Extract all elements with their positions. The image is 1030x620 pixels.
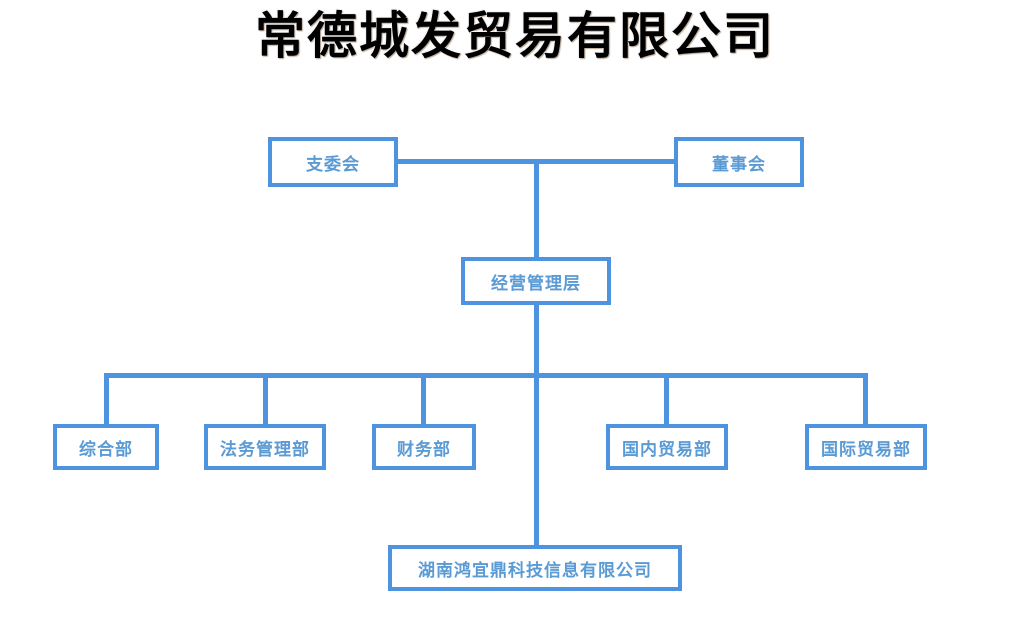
node-label: 支委会	[306, 154, 360, 174]
connector-management-down	[534, 303, 539, 377]
connector-bus-to-finance	[421, 373, 426, 426]
connector-bus-to-general	[104, 373, 109, 426]
node-international-trade-department[interactable]: 国际贸易部	[805, 424, 927, 470]
node-label: 国际贸易部	[821, 439, 911, 459]
connector-bus-to-intl	[863, 373, 868, 426]
node-label: 综合部	[79, 439, 133, 459]
node-label: 湖南鸿宜鼎科技信息有限公司	[418, 560, 652, 580]
node-subsidiary-company[interactable]: 湖南鸿宜鼎科技信息有限公司	[388, 545, 682, 591]
connector-bus-to-domestic	[664, 373, 669, 426]
node-management-layer[interactable]: 经营管理层	[461, 257, 611, 305]
connector-board-to-management	[534, 159, 539, 259]
page-title: 常德城发贸易有限公司	[255, 8, 775, 64]
node-board-of-directors[interactable]: 董事会	[674, 137, 804, 187]
node-finance-department[interactable]: 财务部	[372, 424, 476, 470]
node-label: 财务部	[397, 439, 451, 459]
connector-department-bus	[104, 373, 867, 378]
node-label: 国内贸易部	[622, 439, 712, 459]
node-label: 董事会	[712, 154, 766, 174]
node-label: 经营管理层	[491, 273, 581, 293]
node-general-department[interactable]: 综合部	[53, 424, 159, 470]
connector-bus-to-legal	[263, 373, 268, 426]
node-domestic-trade-department[interactable]: 国内贸易部	[606, 424, 728, 470]
connector-management-to-subsidiary	[534, 373, 539, 547]
node-label: 法务管理部	[220, 439, 310, 459]
node-party-committee[interactable]: 支委会	[268, 137, 398, 187]
node-legal-affairs-department[interactable]: 法务管理部	[204, 424, 326, 470]
